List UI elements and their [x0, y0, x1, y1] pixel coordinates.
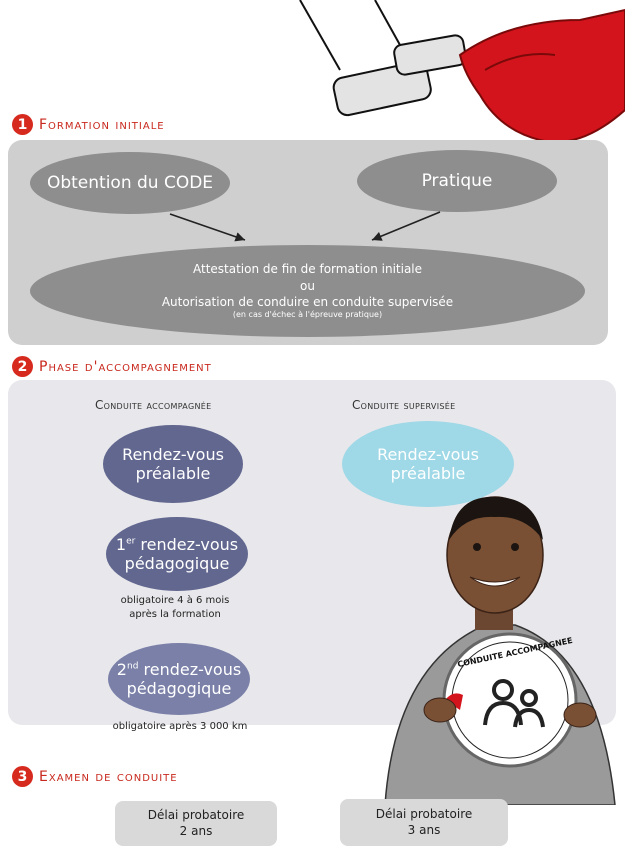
rdv-pedagogique-2: 2nd rendez-vous pédagogique — [108, 643, 250, 715]
section-3-title: Examen de conduite — [39, 768, 178, 785]
result-bubble: Attestation de fin de formation initiale… — [30, 245, 585, 337]
delai-probatoire-3-ans: Délai probatoire 3 ans — [340, 799, 508, 846]
delai-probatoire-2-ans: Délai probatoire 2 ans — [115, 801, 277, 846]
col-conduite-accompagnee: Conduite accompagnée — [95, 398, 212, 412]
section-3-number: 3 — [12, 766, 33, 787]
code-bubble: Obtention du CODE — [30, 152, 230, 214]
rdv-prealable-supervisee: Rendez-vous préalable — [342, 421, 514, 507]
rdv2-line1: 2nd rendez-vous — [116, 659, 242, 679]
rdv2-line2: pédagogique — [126, 679, 232, 698]
rdv-prealable-right-line2: préalable — [390, 464, 466, 483]
rdv-prealable-accompagnee: Rendez-vous préalable — [103, 425, 243, 503]
rdv-prealable-right-line1: Rendez-vous — [377, 444, 479, 464]
flow-arrows — [169, 211, 441, 242]
rdv-prealable-left-line2: préalable — [135, 464, 211, 483]
rdv-pedagogique-1: 1er rendez-vous pédagogique — [106, 517, 248, 591]
box-right-line1: Délai probatoire — [375, 806, 473, 821]
section-2-heading: 2 Phase d'accompagnement — [12, 356, 212, 377]
box-left-line2: 2 ans — [179, 823, 213, 838]
result-note: (en cas d'échec à l'épreuve pratique) — [232, 309, 383, 319]
rdv1-note: obligatoire 4 à 6 mois après la formatio… — [120, 595, 230, 620]
section-1-heading: 1 Formation initiale — [12, 114, 165, 135]
result-line-1: Attestation de fin de formation initiale — [192, 262, 423, 277]
rdv1-line2: pédagogique — [124, 554, 230, 573]
box-right-line2: 3 ans — [407, 822, 441, 837]
result-or: ou — [300, 278, 315, 293]
rdv2-note: obligatoire après 3 000 km — [112, 721, 248, 732]
box-left-line1: Délai probatoire — [147, 807, 245, 822]
col-conduite-supervisee: Conduite supervisée — [352, 398, 456, 412]
section-1-number: 1 — [12, 114, 33, 135]
pratique-bubble: Pratique — [357, 150, 557, 212]
rdv1-line1: 1er rendez-vous — [115, 534, 239, 554]
section-2-title: Phase d'accompagnement — [39, 358, 212, 375]
result-line-2: Autorisation de conduire en conduite sup… — [161, 294, 454, 309]
man-holding-sign-illustration — [384, 496, 616, 805]
section-2-number: 2 — [12, 356, 33, 377]
section-1-title: Formation initiale — [39, 116, 165, 133]
section-3-heading: 3 Examen de conduite — [12, 766, 178, 787]
rdv-prealable-left-line1: Rendez-vous — [122, 444, 224, 464]
